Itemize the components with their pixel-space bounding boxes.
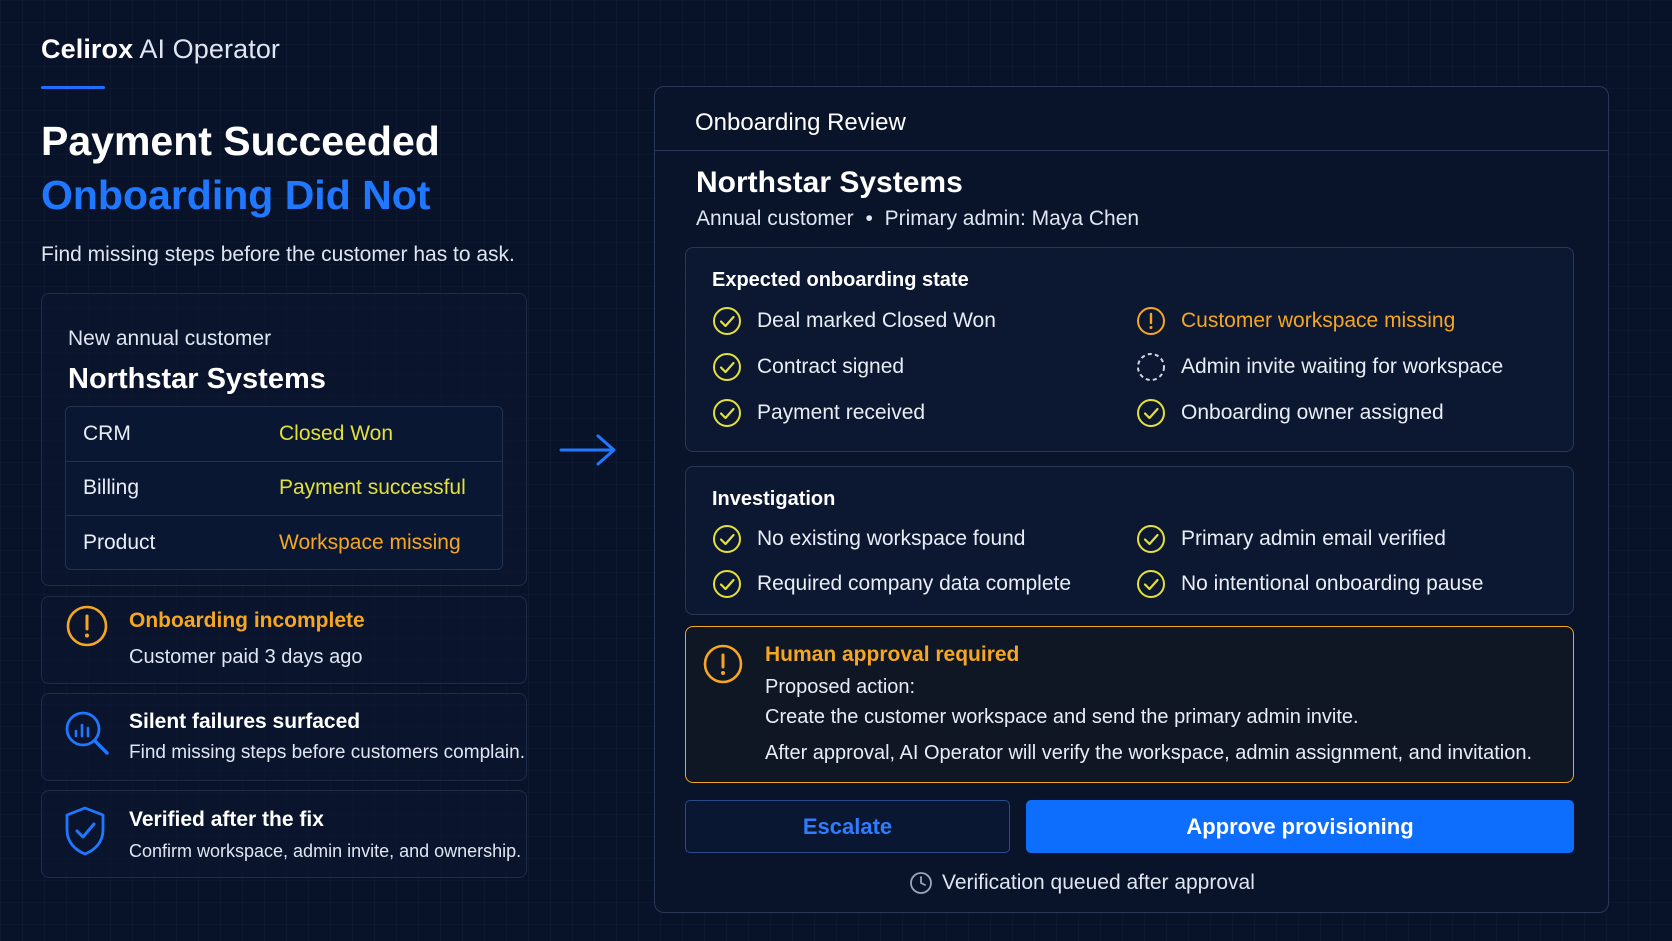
- investigation-title: Investigation: [712, 488, 836, 510]
- expected-item: Onboarding owner assigned: [1136, 398, 1444, 428]
- check-circle-icon: [713, 570, 741, 598]
- expected-item: Deal marked Closed Won: [712, 306, 996, 336]
- investigation-box: [685, 466, 1574, 615]
- escalate-button[interactable]: Escalate: [685, 800, 1010, 853]
- check-circle-icon: [713, 353, 741, 381]
- brand-title: Celirox AI Operator: [41, 34, 280, 65]
- panel-title: Onboarding Review: [695, 109, 906, 136]
- company-name: Northstar Systems: [696, 166, 963, 199]
- panel-divider: [655, 150, 1608, 151]
- verification-queued-text: Verification queued after approval: [942, 871, 1255, 894]
- info-card-subtitle: Customer paid 3 days ago: [129, 646, 363, 668]
- customer-type-label: New annual customer: [68, 327, 272, 350]
- expected-item-label: Onboarding owner assigned: [1181, 401, 1444, 424]
- system-key: Product: [83, 531, 156, 555]
- investigation-item: Primary admin email verified: [1136, 524, 1446, 554]
- warning-circle-icon: [66, 605, 108, 647]
- primary-admin: Primary admin: Maya Chen: [884, 207, 1140, 230]
- check-circle-icon: [1137, 570, 1165, 598]
- customer-type: Annual customer: [696, 207, 854, 230]
- clock-icon: [910, 872, 932, 894]
- expected-state-title: Expected onboarding state: [712, 269, 969, 291]
- check-circle-icon: [713, 399, 741, 427]
- hero-headline: Payment Succeeded: [41, 118, 440, 164]
- warning-circle-icon: [703, 644, 743, 684]
- approval-title: Human approval required: [765, 643, 1020, 666]
- brand-product: AI Operator: [139, 34, 281, 64]
- expected-item: Payment received: [712, 398, 925, 428]
- investigation-item-label: Required company data complete: [757, 572, 1072, 595]
- expected-item-pending: Admin invite waiting for workspace: [1136, 352, 1503, 382]
- system-status-table: CRM Closed Won Billing Payment successfu…: [65, 406, 503, 570]
- expected-state-box: [685, 247, 1574, 452]
- expected-item-label: Customer workspace missing: [1181, 309, 1456, 332]
- investigation-item-label: No intentional onboarding pause: [1181, 572, 1484, 595]
- system-key: Billing: [83, 476, 140, 500]
- silent-failures-card: [41, 693, 527, 781]
- expected-item-label: Deal marked Closed Won: [757, 309, 996, 332]
- expected-item-label: Admin invite waiting for workspace: [1181, 355, 1504, 378]
- brand-name: Celirox: [41, 34, 134, 64]
- system-row-product: Product Workspace missing: [66, 516, 502, 569]
- expected-item-label: Contract signed: [757, 355, 905, 378]
- check-circle-icon: [1137, 525, 1165, 553]
- system-row-billing: Billing Payment successful: [66, 462, 502, 517]
- info-card-subtitle: Confirm workspace, admin invite, and own…: [129, 841, 522, 861]
- system-row-crm: CRM Closed Won: [66, 407, 502, 462]
- magnifier-chart-icon: [65, 711, 109, 755]
- system-key: CRM: [83, 421, 131, 445]
- investigation-item-label: Primary admin email verified: [1181, 527, 1446, 550]
- system-value: Workspace missing: [279, 531, 461, 555]
- onboarding-incomplete-card: [41, 596, 527, 684]
- warning-circle-icon: [1137, 307, 1165, 335]
- investigation-item-label: No existing workspace found: [757, 527, 1026, 550]
- approval-proposed-action: Create the customer workspace and send t…: [765, 706, 1359, 728]
- pending-circle-icon: [1137, 353, 1165, 381]
- expected-item-warning: Customer workspace missing: [1136, 306, 1455, 336]
- check-circle-icon: [713, 525, 741, 553]
- verification-queued-note: Verification queued after approval: [909, 871, 1255, 895]
- approve-provisioning-button[interactable]: Approve provisioning: [1026, 800, 1574, 853]
- expected-item: Contract signed: [712, 352, 904, 382]
- check-circle-icon: [713, 307, 741, 335]
- brand-underline: [41, 86, 105, 89]
- info-card-title: Onboarding incomplete: [129, 609, 365, 632]
- verified-after-fix-card: [41, 790, 527, 878]
- info-card-title: Verified after the fix: [129, 808, 324, 831]
- meta-separator: •: [865, 207, 873, 230]
- human-approval-box: [685, 626, 1574, 783]
- info-card-title: Silent failures surfaced: [129, 710, 361, 733]
- customer-name: Northstar Systems: [68, 363, 326, 395]
- shield-check-icon: [65, 806, 105, 856]
- system-value: Payment successful: [279, 476, 466, 500]
- info-card-subtitle: Find missing steps before customers comp…: [129, 742, 525, 763]
- investigation-item: No intentional onboarding pause: [1136, 569, 1483, 599]
- hero-headline-accent: Onboarding Did Not: [41, 172, 431, 218]
- approval-verification-note: After approval, AI Operator will verify …: [765, 742, 1533, 764]
- approval-proposed-label: Proposed action:: [765, 676, 916, 698]
- system-value: Closed Won: [279, 421, 394, 445]
- hero-subtitle: Find missing steps before the customer h…: [41, 243, 515, 266]
- expected-item-label: Payment received: [757, 401, 926, 424]
- company-meta: Annual customer • Primary admin: Maya Ch…: [696, 207, 1139, 231]
- arrow-right-icon: [559, 434, 616, 466]
- investigation-item: No existing workspace found: [712, 524, 1025, 554]
- investigation-item: Required company data complete: [712, 569, 1071, 599]
- check-circle-icon: [1137, 399, 1165, 427]
